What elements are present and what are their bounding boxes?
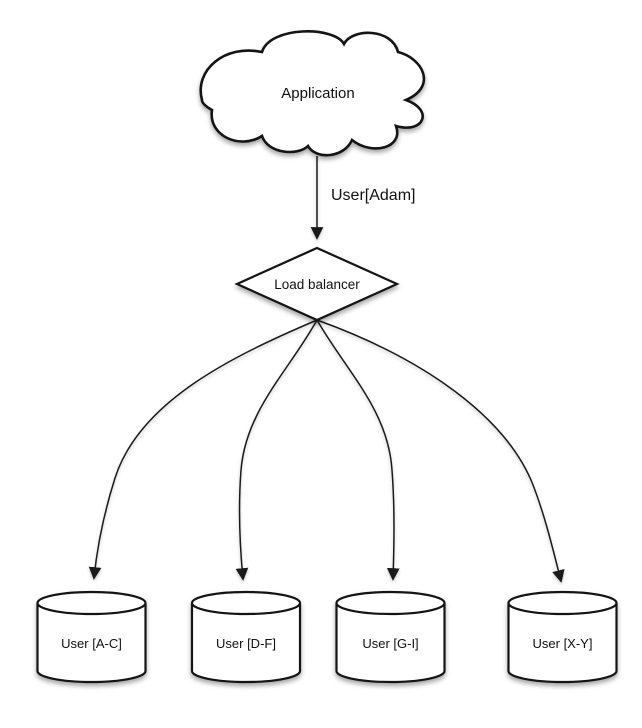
edge-label-user-adam: User[Adam] xyxy=(331,187,415,204)
application-label: Application xyxy=(281,85,354,102)
edge-load-balancer-to-db-x-y xyxy=(316,319,565,583)
db-g-i-cylinder-shape xyxy=(335,590,446,684)
edge-load-balancer-to-db-g-i xyxy=(316,319,400,581)
node-db-x-y: User [X-Y] xyxy=(507,590,618,684)
db-a-c-cylinder-shape xyxy=(36,590,147,684)
node-db-g-i: User [G-I] xyxy=(335,590,446,684)
node-application: Application xyxy=(199,30,426,157)
load-balancer-label: Load balancer xyxy=(274,277,360,292)
db-a-c-label: User [A-C] xyxy=(61,636,122,651)
edge-load-balancer-to-db-d-f xyxy=(235,319,318,581)
edge-load-balancer-to-db-a-c xyxy=(88,319,318,580)
node-load-balancer: Load balancer xyxy=(234,246,400,322)
db-d-f-label: User [D-F] xyxy=(216,636,276,651)
node-db-d-f: User [D-F] xyxy=(190,590,302,684)
db-x-y-label: User [X-Y] xyxy=(533,636,593,651)
db-d-f-cylinder-shape xyxy=(190,590,302,684)
edges-group xyxy=(88,156,565,583)
db-g-i-label: User [G-I] xyxy=(362,636,418,651)
db-x-y-cylinder-shape xyxy=(507,590,618,684)
application-cloud-shape xyxy=(199,30,426,157)
node-db-a-c: User [A-C] xyxy=(36,590,147,684)
load-balancer-diamond-shape xyxy=(234,246,400,322)
